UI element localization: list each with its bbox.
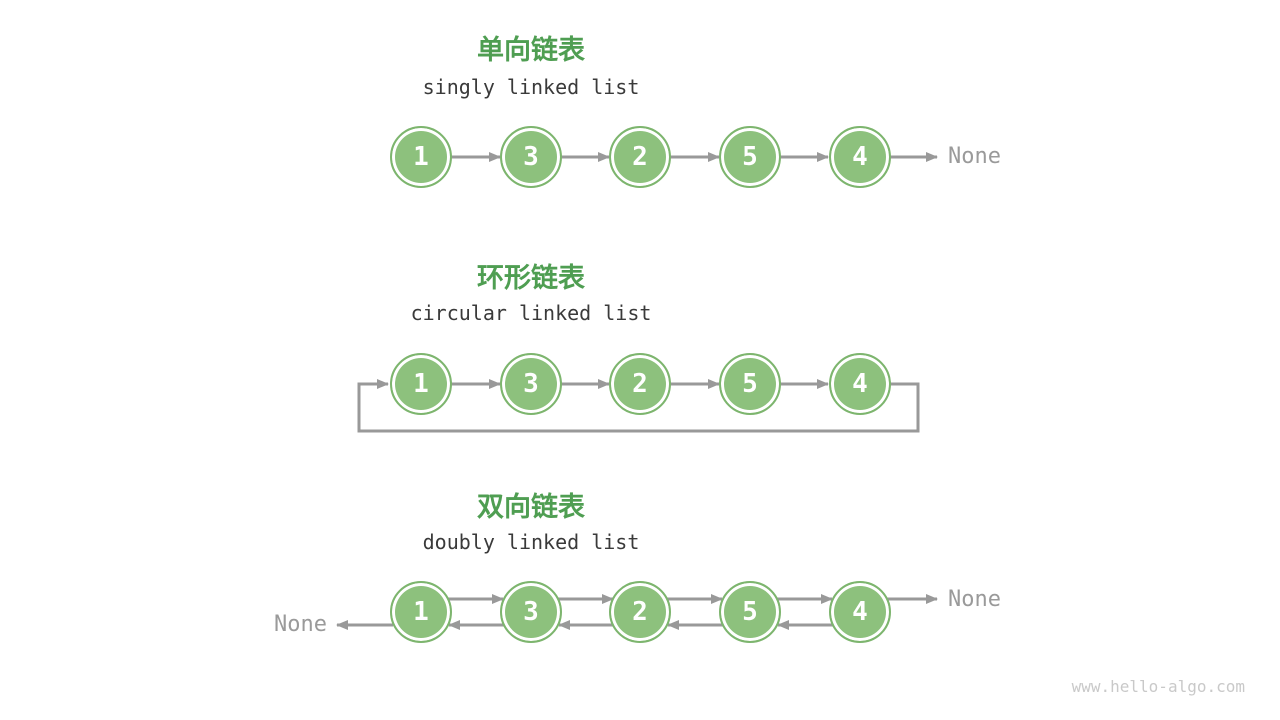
none-terminal-label: None (948, 144, 1001, 169)
list-node: 5 (719, 581, 781, 643)
section-title-doubly: 双向链表 (477, 492, 585, 522)
list-node: 1 (390, 353, 452, 415)
list-node: 3 (500, 126, 562, 188)
node-value: 4 (852, 597, 868, 627)
section-title-circular: 环形链表 (477, 263, 585, 293)
list-node: 1 (390, 126, 452, 188)
node-value: 1 (413, 369, 429, 399)
node-value: 3 (523, 597, 539, 627)
none-terminal-label: None (948, 587, 1001, 612)
section-title-singly: 单向链表 (477, 35, 585, 65)
node-value: 4 (852, 142, 868, 172)
node-value: 3 (523, 142, 539, 172)
node-value: 5 (742, 597, 758, 627)
node-value: 5 (742, 369, 758, 399)
list-node: 3 (500, 581, 562, 643)
list-node: 1 (390, 581, 452, 643)
node-value: 1 (413, 597, 429, 627)
section-subtitle-doubly: doubly linked list (422, 530, 640, 554)
node-value: 4 (852, 369, 868, 399)
list-node: 2 (609, 581, 671, 643)
list-node: 5 (719, 126, 781, 188)
node-value: 2 (632, 369, 648, 399)
list-node: 4 (829, 126, 891, 188)
list-node: 4 (829, 353, 891, 415)
loop-back-arrow-icon (357, 379, 920, 433)
section-subtitle-circular: circular linked list (410, 301, 652, 325)
node-value: 3 (523, 369, 539, 399)
node-value: 1 (413, 142, 429, 172)
list-node: 3 (500, 353, 562, 415)
watermark: www.hello-algo.com (1071, 677, 1245, 696)
node-value: 2 (632, 142, 648, 172)
list-node: 2 (609, 353, 671, 415)
node-value: 2 (632, 597, 648, 627)
section-subtitle-singly: singly linked list (422, 75, 640, 99)
list-node: 5 (719, 353, 781, 415)
doubly-arrows (336, 594, 938, 630)
circular-next-arrows (357, 379, 920, 433)
none-terminal-label: None (274, 612, 327, 637)
list-node: 2 (609, 126, 671, 188)
list-node: 4 (829, 581, 891, 643)
node-value: 5 (742, 142, 758, 172)
